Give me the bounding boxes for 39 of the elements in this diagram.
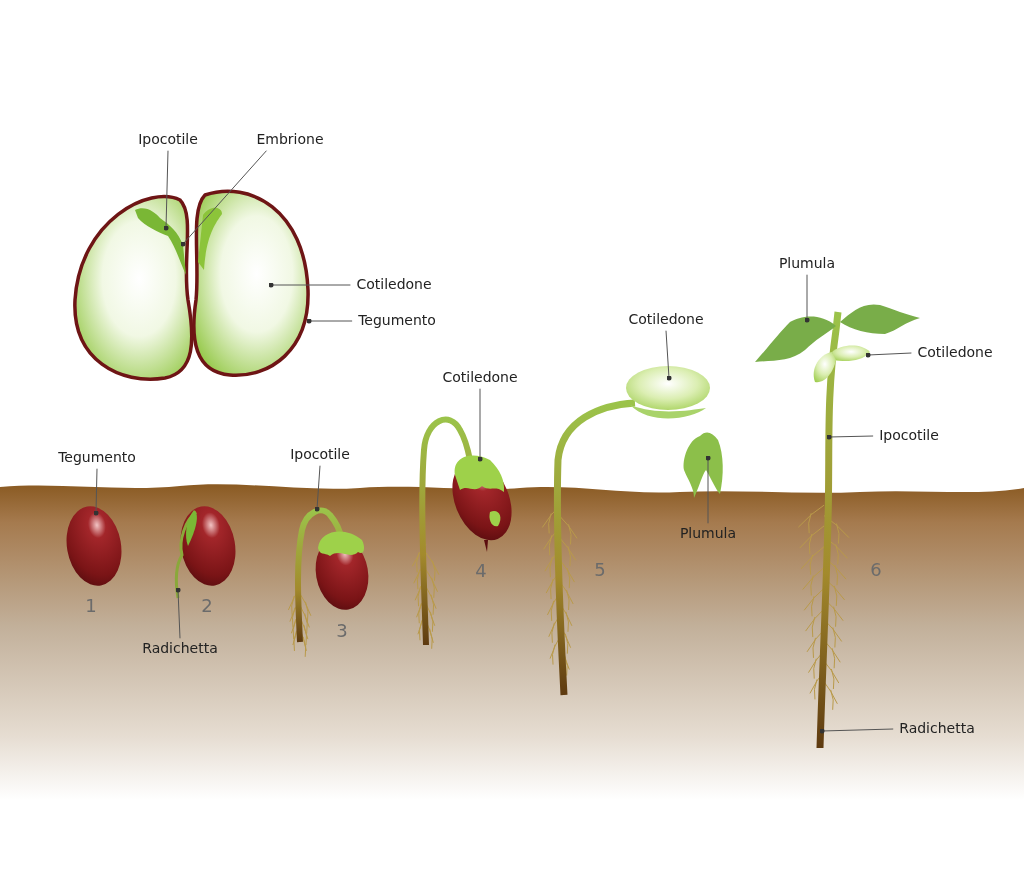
part-label: Cotiledone (442, 370, 518, 386)
seed-drawing (66, 506, 122, 586)
part-label: Embrione (256, 132, 324, 148)
germinating-seed-drawing (174, 506, 236, 599)
part-label: Tegumento (358, 313, 436, 329)
stage-number: 5 (594, 561, 606, 579)
part-label: Cotiledone (356, 277, 432, 293)
leader-line (804, 274, 810, 323)
leader-line (819, 728, 894, 734)
leader-line (705, 455, 711, 524)
part-label: Tegumento (58, 450, 136, 466)
part-label: Plumula (679, 526, 737, 542)
leader-line (175, 587, 181, 639)
part-label: Ipocotile (879, 428, 939, 444)
leader-line (477, 388, 483, 462)
stage-number: 1 (85, 597, 97, 615)
leader-line (306, 318, 353, 324)
seedling-drawing (411, 416, 512, 650)
leader-line (93, 468, 99, 516)
part-label: Ipocotile (290, 447, 350, 463)
part-label: Cotiledone (628, 312, 704, 328)
leader-line (268, 282, 351, 288)
stage-number: 4 (475, 562, 487, 580)
part-label: Radichetta (142, 641, 218, 657)
stage-number: 3 (336, 622, 348, 640)
leader-line (314, 465, 321, 512)
part-label: Cotiledone (917, 345, 993, 361)
part-label: Radichetta (899, 721, 975, 737)
leader-line (163, 150, 169, 231)
part-label: Plumula (778, 256, 836, 272)
leader-line (180, 150, 267, 247)
leader-line (865, 352, 912, 358)
split-seed-drawing (73, 189, 310, 381)
seedling-drawing (287, 507, 369, 658)
part-label: Ipocotile (138, 132, 198, 148)
leader-line (665, 330, 672, 381)
stage-number: 2 (201, 597, 213, 615)
stage-number: 6 (870, 561, 882, 579)
leader-line (826, 434, 874, 440)
